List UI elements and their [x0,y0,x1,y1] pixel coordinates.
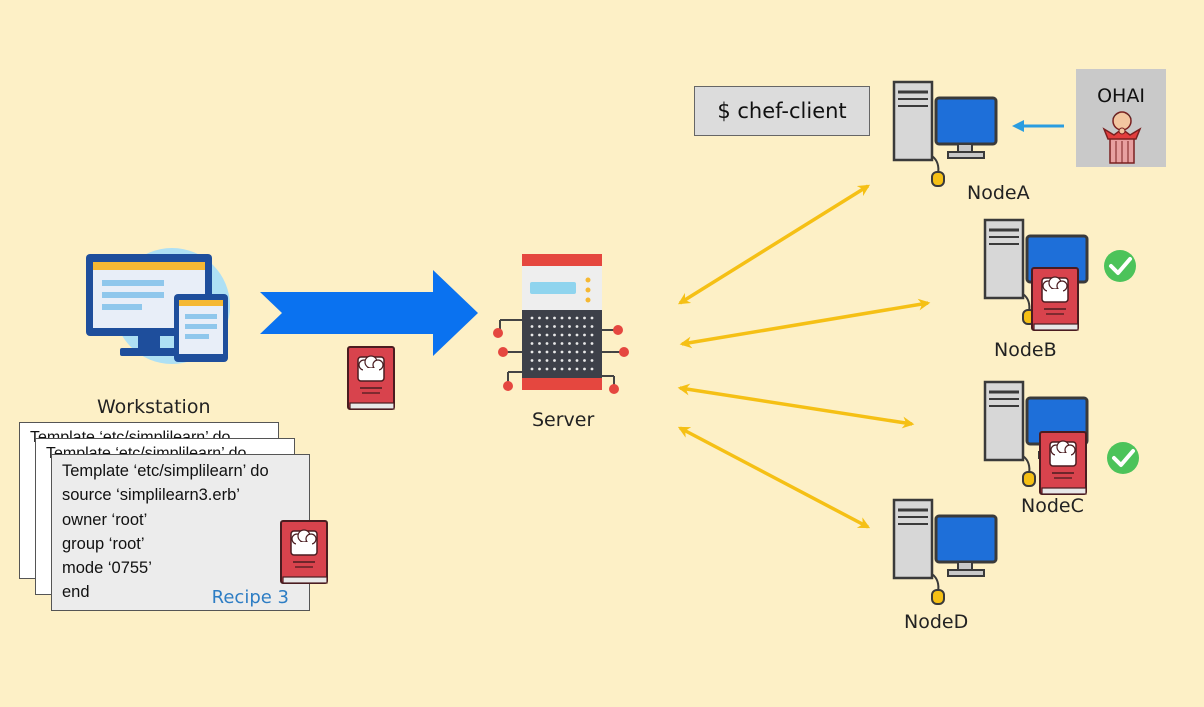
recipe-name: Recipe 3 [211,587,289,608]
recipe-line: group ‘root’ [62,534,145,553]
server-vents [530,316,594,371]
cookbook-icon [347,346,395,410]
recipe-card: Template ‘etc/simplilearn’ do source ‘si… [51,454,328,611]
node-a-computer-icon [892,80,998,188]
node-d-computer-icon [892,498,998,606]
ohai-arrow [1012,120,1064,132]
node-d-label: NodeD [904,611,969,633]
recipe-line: end [62,583,90,602]
server-icon [493,254,629,394]
arrow-server-nodeb [679,298,931,349]
recipe-line: owner ‘root’ [62,510,148,529]
recipe-line: mode ‘0755’ [62,559,152,578]
node-c-cookbook-icon [1039,431,1087,495]
upload-arrow [260,270,478,356]
node-b-label: NodeB [994,339,1057,361]
node-b-check-icon [1104,250,1136,282]
arrow-server-noded [677,426,871,529]
arrow-server-nodec [677,383,915,429]
recipe-cookbook-icon [280,520,328,584]
node-a-label: NodeA [967,182,1030,204]
ohai-box: OHAI [1076,69,1166,167]
server-node-arrows [677,184,931,529]
recipe-code: Template ‘etc/simplilearn’ do source ‘si… [62,459,269,605]
server-label: Server [532,409,595,431]
workstation-label: Workstation [97,396,211,418]
chef-client-command-text: $ chef-client [717,99,847,123]
node-b-cookbook-icon [1031,267,1079,331]
recipe-line: source ‘simplilearn3.erb’ [62,486,240,505]
node-c-label: NodeC [1021,495,1084,517]
ohai-label: OHAI [1097,85,1145,107]
arrow-server-nodea [677,184,871,305]
recipe-line: Template ‘etc/simplilearn’ do [62,462,269,480]
chef-client-command: $ chef-client [694,86,870,136]
workstation-icon [86,248,230,364]
ohai-person-icon [1102,111,1142,164]
node-c-check-icon [1107,442,1139,474]
